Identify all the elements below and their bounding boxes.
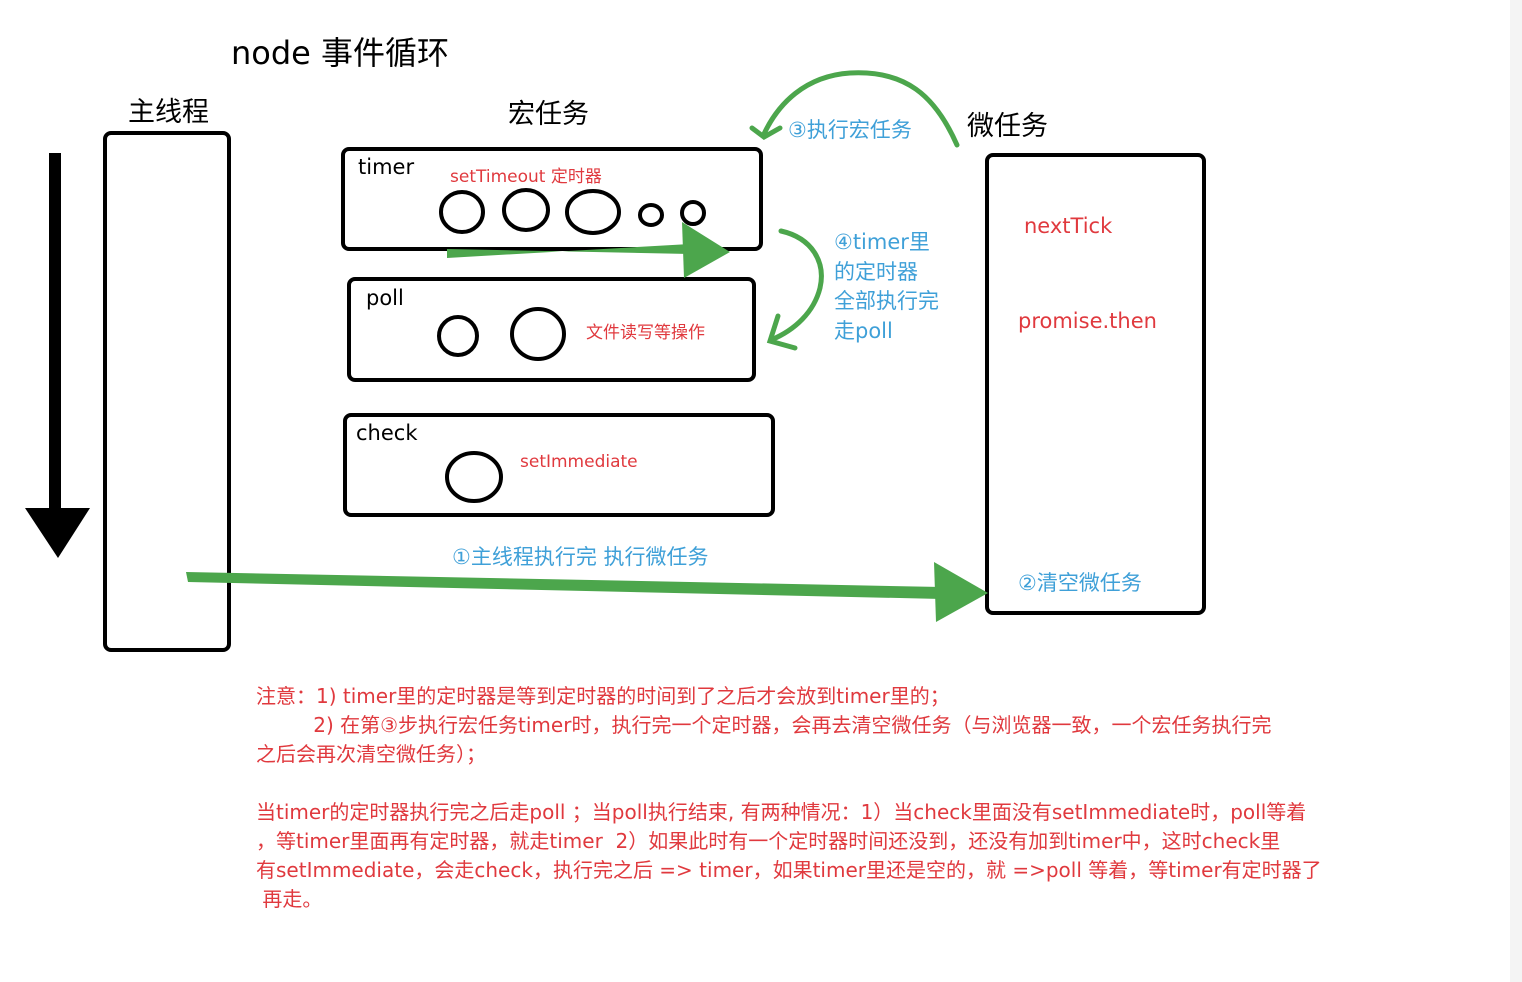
poll-label: poll	[366, 286, 404, 310]
main-thread-header: 主线程	[128, 97, 209, 128]
check-desc: setImmediate	[520, 452, 638, 472]
micro-item-nexttick: nextTick	[1024, 214, 1113, 238]
main-thread-box	[103, 131, 231, 652]
step-3-curved-arrow-icon	[749, 70, 960, 148]
step-2-label: ②清空微任务	[1018, 571, 1142, 595]
timer-green-arrow-icon	[447, 222, 730, 278]
poll-circle	[510, 307, 566, 361]
poll-box	[347, 277, 756, 382]
step-4-line-3: 全部执行完	[834, 289, 939, 313]
note-line: 有setImmediate，会走check，执行完之后 => timer，如果t…	[256, 858, 1322, 882]
step-4-curved-arrow-icon	[766, 228, 824, 351]
macro-tasks-header: 宏任务	[508, 99, 589, 130]
timer-box	[341, 147, 763, 251]
note-line: 注意：1) timer里的定时器是等到定时器的时间到了之后才会放到timer里的…	[256, 684, 950, 708]
main-to-micro-arrow-icon	[186, 562, 988, 622]
note-line: 之后会再次清空微任务）；	[256, 742, 486, 766]
timer-circle	[439, 190, 485, 234]
poll-circle	[437, 315, 479, 357]
note-line	[256, 769, 1506, 798]
timer-label: timer	[358, 155, 415, 179]
step-4-line-2: 的定时器	[834, 259, 918, 284]
flow-down-arrow-icon	[25, 153, 90, 558]
window-edge-strip	[1510, 0, 1522, 982]
note-line: 当timer的定时器执行完之后走poll ；当poll执行结束, 有两种情况：1…	[256, 800, 1307, 824]
notes-block: 注意：1) timer里的定时器是等到定时器的时间到了之后才会放到timer里的…	[256, 682, 1506, 914]
step-4-line-1: ④timer里	[834, 230, 930, 254]
note-line: ，等timer里面再有定时器，就走timer 2）如果此时有一个定时器时间还没到…	[256, 829, 1281, 853]
micro-task-box	[985, 153, 1206, 615]
timer-circle	[565, 189, 621, 235]
timer-circle	[680, 200, 706, 226]
check-circle	[445, 451, 503, 503]
timer-desc: setTimeout 定时器	[450, 167, 602, 187]
timer-circle	[638, 203, 664, 227]
note-line: 2) 在第③步执行宏任务timer时，执行完一个定时器，会再去清空微任务（与浏览…	[256, 713, 1272, 737]
check-label: check	[356, 421, 418, 445]
step-1-label: ①主线程执行完 执行微任务	[452, 545, 709, 569]
timer-circle	[502, 188, 550, 232]
check-box	[343, 413, 775, 517]
step-3-label: ③执行宏任务	[788, 118, 912, 142]
step-4-line-4: 走poll	[834, 318, 893, 343]
note-line: 再走。	[256, 887, 323, 911]
micro-tasks-header: 微任务	[967, 111, 1048, 142]
micro-item-promise-then: promise.then	[1018, 309, 1157, 333]
step-4-label: ④timer里 的定时器 全部执行完 走poll	[834, 228, 939, 346]
diagram-title: node 事件循环	[231, 34, 450, 72]
poll-desc: 文件读写等操作	[586, 323, 705, 343]
